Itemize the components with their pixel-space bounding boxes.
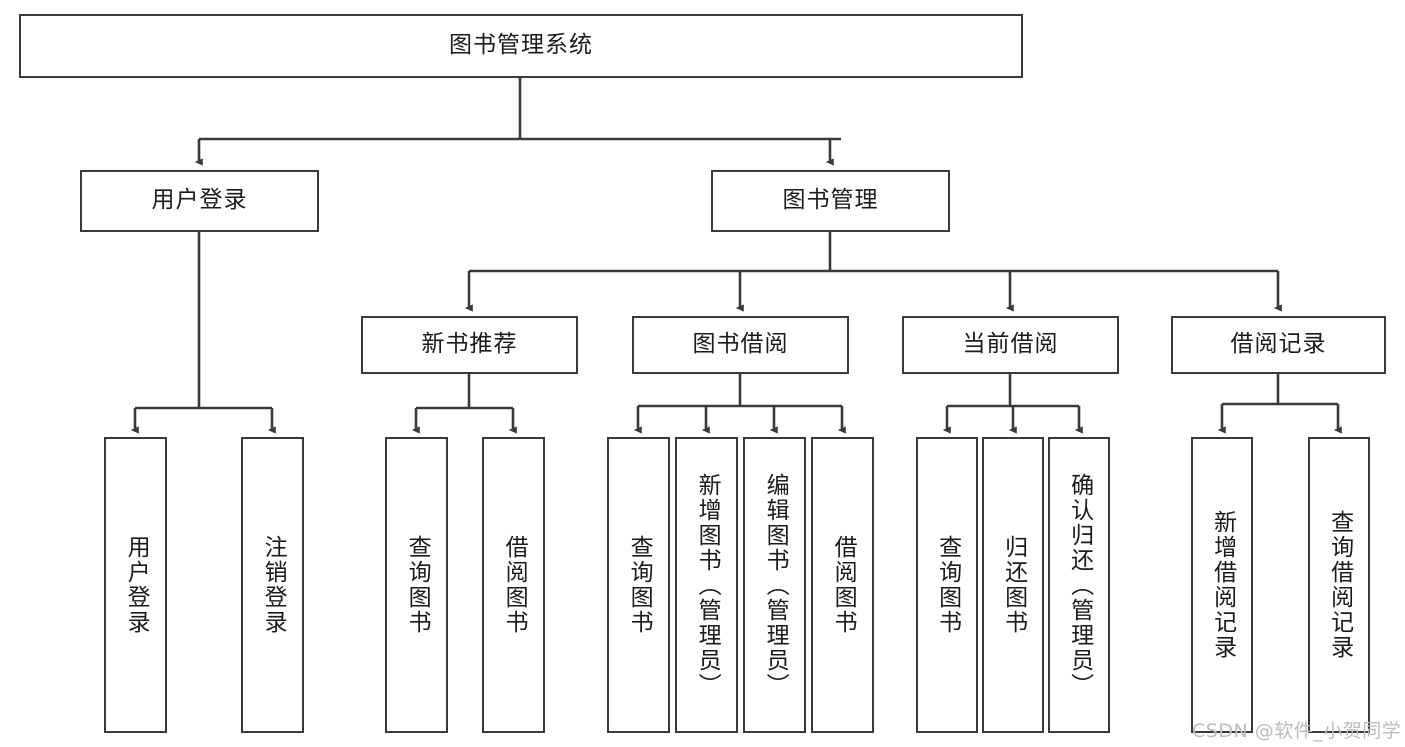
node-leaf-query-book-nb[interactable]: 查询图书: [385, 437, 448, 733]
node-book-management[interactable]: 图书管理: [711, 170, 950, 232]
node-leaf-borrow-book-nb[interactable]: 借阅图书: [482, 437, 545, 733]
node-leaf-add-borrow-record[interactable]: 新增借阅记录: [1191, 437, 1253, 733]
node-leaf-edit-book-admin-label: 编辑图书（管理员）: [762, 472, 789, 698]
node-leaf-query-book-cb[interactable]: 查询图书: [916, 437, 978, 733]
node-leaf-user-login-label: 用户登录: [123, 535, 150, 635]
node-leaf-borrow-book-nb-label: 借阅图书: [501, 535, 528, 635]
node-book-borrow-label: 图书借阅: [692, 331, 789, 358]
node-leaf-query-book-nb-label: 查询图书: [404, 535, 431, 635]
node-root[interactable]: 图书管理系统: [19, 14, 1023, 78]
node-leaf-confirm-return-admin-label: 确认归还（管理员）: [1066, 472, 1093, 698]
node-user-login-label: 用户登录: [151, 187, 248, 214]
node-leaf-user-login[interactable]: 用户登录: [104, 437, 167, 733]
node-leaf-edit-book-admin[interactable]: 编辑图书（管理员）: [743, 437, 806, 733]
node-new-book-recommend-label: 新书推荐: [421, 331, 518, 358]
node-leaf-query-book-cb-label: 查询图书: [934, 535, 961, 635]
node-borrow-record[interactable]: 借阅记录: [1171, 316, 1386, 374]
node-leaf-confirm-return-admin[interactable]: 确认归还（管理员）: [1048, 437, 1110, 733]
node-leaf-borrow-book-bb[interactable]: 借阅图书: [811, 437, 874, 733]
node-current-borrow[interactable]: 当前借阅: [902, 316, 1119, 374]
node-leaf-logout-label: 注销登录: [260, 535, 287, 635]
node-leaf-query-borrow-record-label: 查询借阅记录: [1326, 510, 1353, 660]
node-leaf-borrow-book-bb-label: 借阅图书: [830, 535, 857, 635]
node-new-book-recommend[interactable]: 新书推荐: [361, 316, 578, 374]
node-borrow-record-label: 借阅记录: [1230, 331, 1327, 358]
node-leaf-add-book-admin-label: 新增图书（管理员）: [694, 472, 721, 698]
node-leaf-return-book-label: 归还图书: [1000, 535, 1027, 635]
node-leaf-query-book-bb-label: 查询图书: [626, 535, 653, 635]
node-leaf-query-borrow-record[interactable]: 查询借阅记录: [1308, 437, 1370, 733]
node-root-label: 图书管理系统: [449, 32, 593, 59]
node-leaf-logout[interactable]: 注销登录: [241, 437, 304, 733]
csdn-watermark: CSDN @软件_小贺同学: [1192, 720, 1402, 742]
node-leaf-return-book[interactable]: 归还图书: [982, 437, 1044, 733]
node-book-borrow[interactable]: 图书借阅: [632, 316, 849, 374]
node-leaf-add-borrow-record-label: 新增借阅记录: [1209, 510, 1236, 660]
node-current-borrow-label: 当前借阅: [962, 331, 1059, 358]
node-leaf-query-book-bb[interactable]: 查询图书: [607, 437, 670, 733]
node-book-management-label: 图书管理: [782, 187, 879, 214]
node-user-login[interactable]: 用户登录: [80, 170, 319, 232]
node-leaf-add-book-admin[interactable]: 新增图书（管理员）: [675, 437, 738, 733]
